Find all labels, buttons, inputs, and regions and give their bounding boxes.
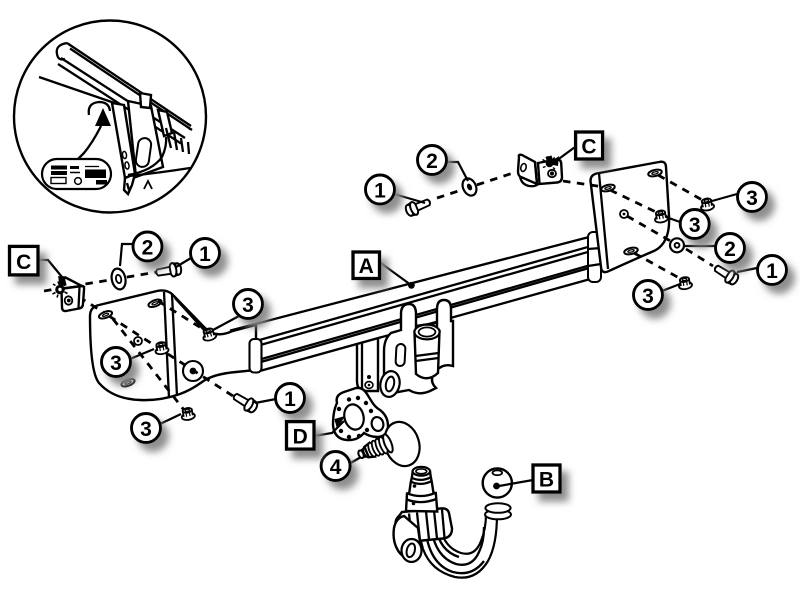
svg-text:3: 3 [242,294,254,317]
svg-text:3: 3 [746,187,758,210]
svg-text:3: 3 [140,418,152,441]
svg-text:2: 2 [426,150,438,173]
svg-text:B: B [539,469,554,492]
svg-text:1: 1 [766,260,778,283]
svg-text:3: 3 [110,352,122,375]
svg-text:3: 3 [642,285,654,308]
svg-text:A: A [359,255,374,278]
svg-text:C: C [581,136,596,159]
svg-text:3: 3 [689,214,701,237]
svg-text:1: 1 [284,388,296,411]
svg-text:D: D [293,426,308,449]
svg-text:1: 1 [374,180,386,203]
svg-text:2: 2 [142,237,154,260]
svg-text:4: 4 [330,456,342,479]
svg-text:2: 2 [724,238,736,261]
svg-text:C: C [16,251,31,274]
svg-text:1: 1 [199,243,211,266]
